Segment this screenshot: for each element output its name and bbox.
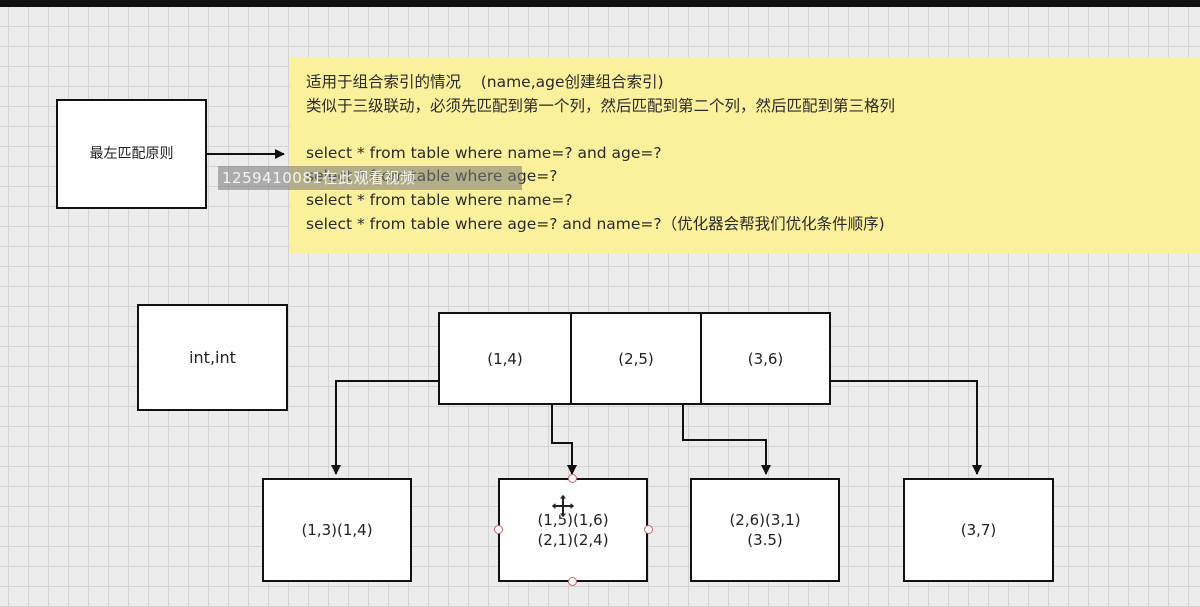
leftmost-rule-box[interactable]: 最左匹配原则 [56,99,207,209]
edge-to-leaf-4 [831,380,982,475]
root-key-1[interactable]: (1,4) [440,314,570,403]
note-line-7: select * from table where age=? and name… [306,214,885,233]
leaf-node-3[interactable]: (2,6)(3,1) (3.5) [690,478,840,582]
selection-handle-left[interactable] [494,525,503,534]
edge-to-leaf-3 [682,405,771,475]
root-key-2[interactable]: (2,5) [570,314,700,403]
leaf-3-line-1: (2,6)(3,1) [729,511,801,529]
selection-handle-bottom[interactable] [568,577,577,586]
root-key-1-label: (1,4) [487,349,523,368]
explanation-note[interactable]: 适用于组合索引的情况 (name,age创建组合索引) 类似于三级联动，必须先匹… [290,57,1200,253]
edge-to-leaf-2 [551,405,577,475]
selection-handle-right[interactable] [644,525,653,534]
type-label: int,int [189,347,236,367]
root-key-3[interactable]: (3,6) [700,314,829,403]
leftmost-rule-label: 最左匹配原则 [89,146,174,162]
note-line-6: select * from table where name=? [306,190,573,209]
root-node[interactable]: (1,4) (2,5) (3,6) [438,312,831,405]
edge-to-leaf-1 [331,380,438,475]
watermark: 1259410081在此观看视频 [218,166,522,190]
move-cursor-icon [550,493,576,519]
top-bar [0,0,1200,7]
root-key-3-label: (3,6) [747,349,784,368]
leaf-2-line-1: (1,5)(1,6) [537,511,609,529]
root-key-2-label: (2,5) [618,349,654,368]
leaf-2-line-2: (2,1)(2,4) [537,531,609,549]
selection-handle-top[interactable] [568,474,577,483]
leaf-node-1[interactable]: (1,3)(1,4) [262,478,412,582]
leaf-node-4[interactable]: (3,7) [903,478,1054,582]
leaf-4-line-1: (3,7) [960,521,997,539]
note-line-1: 适用于组合索引的情况 (name,age创建组合索引) [306,73,664,91]
leaf-3-line-2: (3.5) [747,531,783,549]
note-line-4: select * from table where name=? and age… [306,143,662,162]
leaf-1-line-1: (1,3)(1,4) [301,521,373,539]
type-box[interactable]: int,int [137,304,288,411]
note-line-2: 类似于三级联动，必须先匹配到第一个列，然后匹配到第二个列，然后匹配到第三格列 [306,96,896,115]
